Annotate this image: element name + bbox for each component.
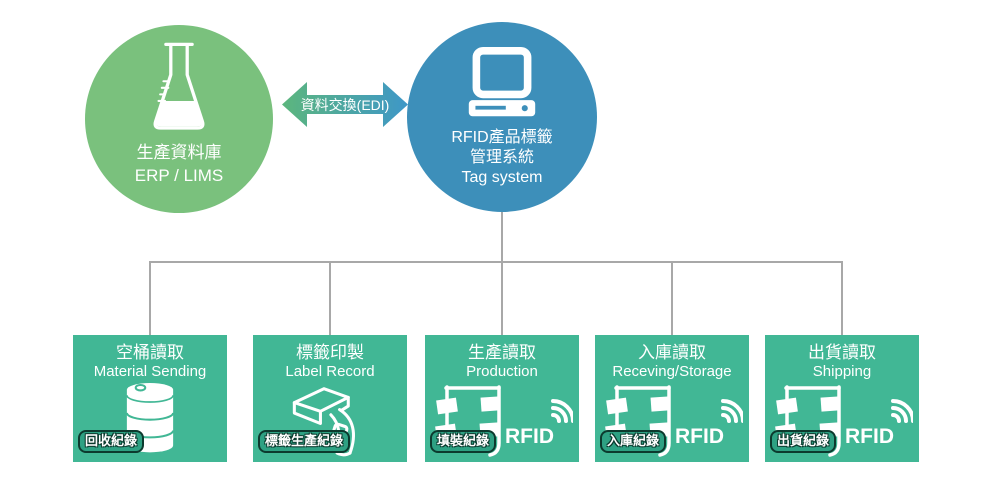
station-box-production: 生產讀取 Production RFID 填裝紀錄 <box>425 335 579 462</box>
computer-icon <box>468 47 536 117</box>
double-arrow-icon <box>282 82 408 127</box>
station-box-receiving-storage: 入庫讀取 Receving/Storage RFID 入庫紀錄 <box>595 335 749 462</box>
rfid-waves-icon <box>891 399 913 423</box>
rfid-label: RFID <box>675 425 724 448</box>
station-box-shipping: 出貨讀取 Shipping RFID 出貨紀錄 <box>765 335 919 462</box>
station-box-material-sending: 空桶讀取 Material Sending 回收紀錄 <box>73 335 227 462</box>
record-badge: 標籤生產紀錄 <box>258 430 351 453</box>
record-badge: 入庫紀錄 <box>600 430 667 453</box>
station-subtitle: Receving/Storage <box>612 363 732 380</box>
rfid-gate-icon: RFID <box>605 385 743 457</box>
barrel-icon <box>125 382 175 453</box>
station-title: 出貨讀取 <box>808 343 876 362</box>
station-title: 生產讀取 <box>468 343 536 362</box>
rfid-waves-icon <box>721 399 743 423</box>
flask-icon <box>153 42 205 130</box>
record-badge: 回收紀錄 <box>78 430 145 453</box>
station-subtitle: Material Sending <box>93 363 207 380</box>
source-title: 生產資料庫 <box>136 143 222 162</box>
rfid-waves-icon <box>551 399 573 423</box>
rfid-label: RFID <box>505 425 554 448</box>
system-subtitle-en: Tag system <box>461 169 543 186</box>
station-box-label-record: 標籤印製 Label Record 標籤生產紀錄 <box>253 335 407 462</box>
rfid-label: RFID <box>845 425 894 448</box>
station-subtitle: Shipping <box>812 363 872 380</box>
system-circle: RFID產品標籤 管理系統 Tag system <box>407 22 597 212</box>
record-badge: 出貨紀錄 <box>770 430 837 453</box>
system-title: RFID產品標籤 <box>451 129 553 146</box>
edi-label: 資料交換(EDI) <box>300 97 390 113</box>
station-title: 空桶讀取 <box>116 343 184 362</box>
record-badge: 填裝紀錄 <box>430 430 497 453</box>
edi-exchange-arrow: 資料交換(EDI) <box>281 80 409 129</box>
station-subtitle: Production <box>466 363 538 380</box>
source-subtitle: ERP / LIMS <box>134 166 224 185</box>
system-subtitle: 管理系統 <box>469 149 534 166</box>
station-title: 入庫讀取 <box>638 343 706 362</box>
station-subtitle: Label Record <box>285 363 375 380</box>
source-circle: 生產資料庫 ERP / LIMS <box>85 25 273 213</box>
station-title: 標籤印製 <box>296 343 364 362</box>
